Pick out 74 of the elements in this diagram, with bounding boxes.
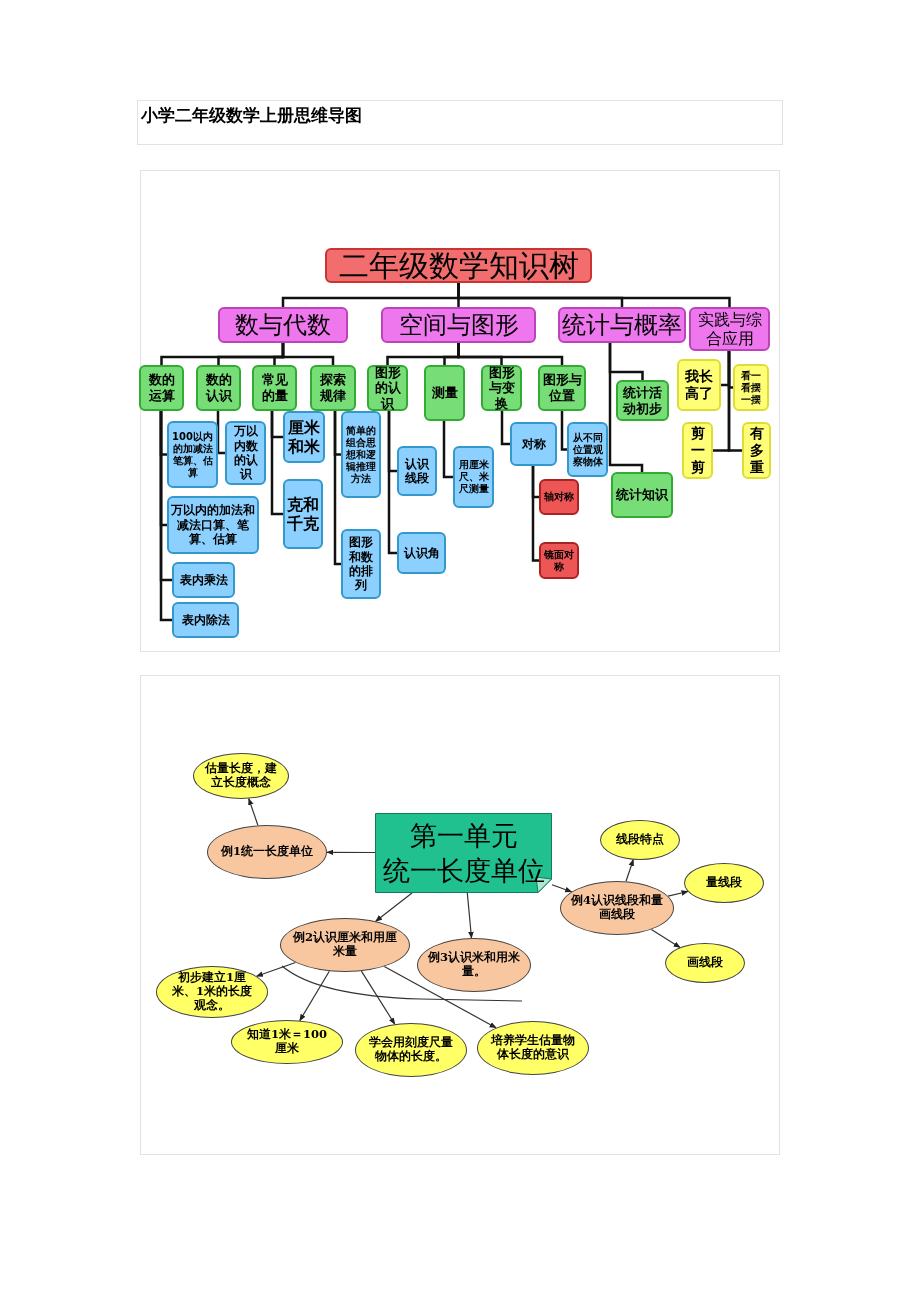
content-box: 厘米和米 — [283, 411, 325, 463]
arrow — [248, 798, 259, 826]
connector-line — [560, 411, 567, 451]
content-box: 用厘米尺、米尺测量 — [453, 446, 494, 508]
topic-box: 测量 — [424, 365, 465, 421]
content-box: 表内乘法 — [172, 562, 235, 598]
connector-line — [727, 351, 742, 452]
topic-box: 统计活动初步 — [616, 380, 669, 421]
arrow — [360, 970, 396, 1025]
connector-line — [216, 411, 225, 455]
arrow — [466, 892, 474, 939]
example-ellipse: 例3认识米和用米量。 — [417, 938, 531, 992]
note-ellipse: 估量长度，建立长度概念 — [193, 753, 289, 799]
content-box: 图形和数的排列 — [341, 529, 381, 599]
topic-box: 图形与位置 — [538, 365, 586, 411]
topic-box: 数的认识 — [196, 365, 241, 411]
content-box: 万以内的加法和减法口算、笔算、估算 — [167, 496, 259, 554]
activity-box: 我长高了 — [677, 359, 721, 411]
content-box: 镜面对称 — [539, 542, 579, 579]
content-box: 万以内数的认识 — [225, 421, 266, 485]
category-box: 数与代数 — [218, 307, 348, 343]
activity-box: 有多重 — [742, 422, 771, 479]
content-box: 克和千克 — [283, 479, 323, 549]
content-box: 表内除法 — [172, 602, 239, 638]
connector-line — [500, 411, 510, 446]
activity-box: 看一看摆一摆 — [733, 364, 769, 411]
note-ellipse: 初步建立1厘米、1米的长度观念。 — [156, 966, 268, 1018]
title: 小学二年级数学上册思维导图 — [137, 100, 783, 145]
connector-line — [387, 411, 397, 555]
note-ellipse: 培养学生估量物体长度的意识 — [477, 1021, 589, 1075]
topic-box: 图形的认识 — [367, 365, 408, 411]
content-box: 从不同位置观察物体 — [567, 422, 608, 477]
note-ellipse: 量线段 — [684, 863, 764, 903]
topic-box: 常见的量 — [252, 365, 297, 411]
example-ellipse: 例2认识厘米和用厘米量 — [280, 918, 410, 972]
note-ellipse: 画线段 — [665, 943, 745, 983]
arrow — [551, 884, 573, 893]
connector-line — [608, 343, 644, 472]
unit-title: 第一单元 — [409, 818, 518, 853]
content-box: 认识线段 — [397, 446, 437, 496]
category-box: 统计与概率 — [558, 307, 686, 343]
connector-line — [270, 411, 283, 516]
arrow — [326, 849, 376, 856]
content-box: 对称 — [510, 422, 557, 466]
connector-line — [333, 411, 341, 566]
category-box: 空间与图形 — [381, 307, 536, 343]
note-ellipse: 线段特点 — [600, 820, 680, 860]
example-ellipse: 例1统一长度单位 — [207, 825, 327, 879]
connector-line — [531, 466, 539, 562]
connector-line — [442, 421, 453, 479]
content-box: 100以内的加减法笔算、估算 — [167, 421, 218, 488]
arrow — [650, 928, 681, 948]
content-box: 轴对称 — [539, 479, 579, 515]
content-box: 认识角 — [397, 532, 446, 574]
connector-line — [281, 343, 335, 365]
connector-line — [159, 411, 172, 622]
note-ellipse: 学会用刻度尺量物体的长度。 — [355, 1023, 467, 1077]
content-box: 简单的组合思想和逻辑推理方法 — [341, 411, 381, 498]
topic-box: 图形与变换 — [481, 365, 522, 411]
connector-line — [457, 283, 731, 307]
root-box: 二年级数学知识树 — [325, 248, 592, 283]
arrow — [299, 970, 330, 1022]
topic-box: 统计知识 — [611, 472, 673, 518]
arrow — [375, 892, 413, 922]
activity-box: 剪一剪 — [682, 422, 713, 479]
note-ellipse: 知道1米＝100厘米 — [231, 1020, 343, 1064]
arrow — [625, 859, 634, 882]
topic-box: 探索规律 — [310, 365, 356, 411]
example-ellipse: 例4认识线段和量画线段 — [560, 881, 674, 935]
arrow — [667, 890, 689, 897]
arrow — [255, 961, 297, 977]
category-box: 实践与综合应用 — [689, 307, 770, 351]
unit-title: 统一长度单位 — [382, 854, 545, 888]
topic-box: 数的运算 — [139, 365, 184, 411]
